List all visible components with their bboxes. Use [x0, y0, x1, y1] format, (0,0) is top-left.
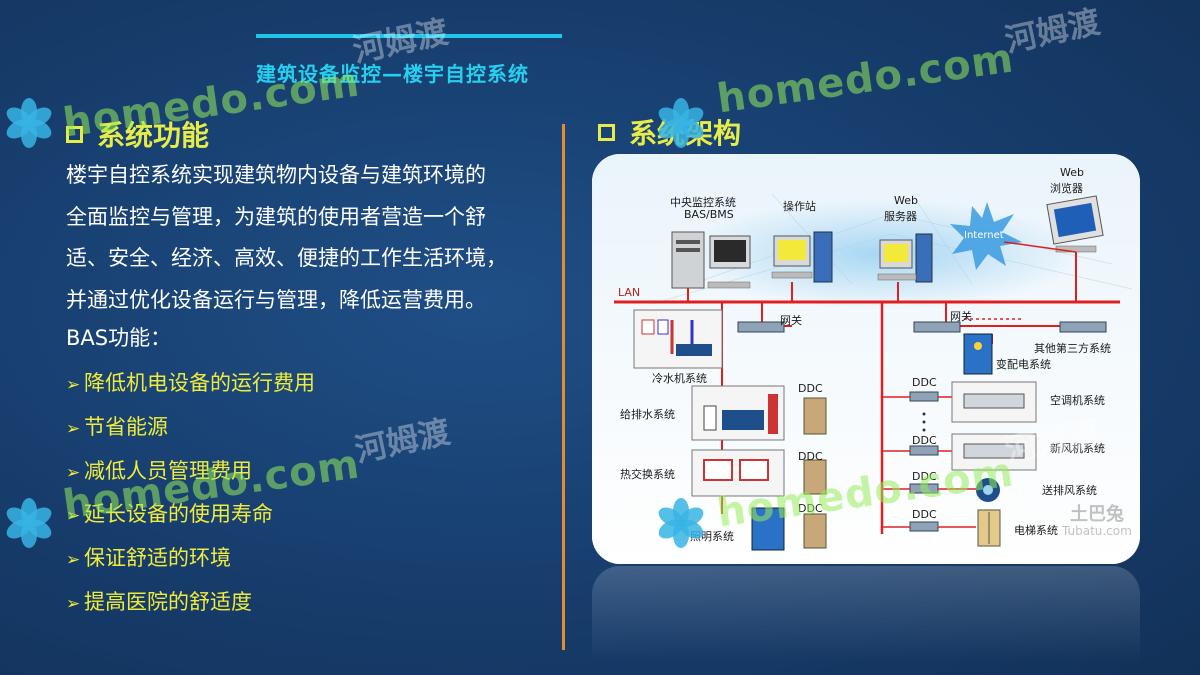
arrow-bullet-icon: ➢ [66, 593, 81, 614]
bas-workstation-icon [671, 231, 751, 289]
arrow-bullet-icon: ➢ [66, 418, 81, 439]
watermark-flower-icon [2, 96, 56, 150]
slide-title: 建筑设备监控—楼宇自控系统 [256, 62, 529, 86]
lan-label: LAN [618, 286, 641, 299]
ddc-controller-icon [909, 521, 939, 532]
ddc-label: DDC [912, 376, 937, 389]
brand-cn-watermark: 河姆渡 [351, 412, 454, 470]
ddc-label: DDC [912, 434, 937, 447]
list-item-text: 减低人员管理费用 [84, 458, 252, 483]
elevator-icon [977, 509, 1001, 547]
gateway-left-label: 网关 [780, 314, 802, 327]
section-heading-text: 系统功能 [97, 119, 210, 152]
ddc-controller-icon [803, 459, 827, 495]
ddc-controller-icon [803, 513, 827, 549]
ddc-label: DDC [798, 382, 823, 395]
ddc-label: DDC [798, 502, 823, 515]
watermark-flower-icon [654, 496, 708, 550]
operator-station-label: 操作站 [783, 200, 816, 213]
intro-line: 适、安全、经济、高效、便捷的工作生活环境， [66, 246, 507, 270]
ddc-label: DDC [912, 470, 937, 483]
intro-line: 并通过优化设备运行与管理，降低运营费用。 [66, 287, 486, 312]
ddc-controller-icon [909, 445, 939, 456]
bas-sub-label: BAS/BMS [684, 208, 734, 221]
bas-function-list: ➢降低机电设备的运行费用 ➢节省能源 ➢减低人员管理费用 ➢延长设备的使用寿命 … [66, 363, 315, 626]
watermark-flower-icon [654, 96, 708, 150]
water-system-label: 给排水系统 [620, 408, 675, 421]
list-item: ➢降低机电设备的运行费用 [66, 363, 315, 407]
fresh-air-unit-icon [951, 433, 1037, 471]
chiller-label: 冷水机系统 [652, 372, 707, 385]
stamp-watermark: 土巴兔 [1070, 504, 1124, 525]
list-item: ➢延长设备的使用寿命 [66, 494, 315, 538]
architecture-diagram-graphic [592, 154, 1140, 564]
architecture-diagram: 中央监控系统 BAS/BMS 操作站 Web 服务器 Internet Web … [592, 154, 1140, 564]
ddc-label: DDC [912, 508, 937, 521]
brand-watermark: homedo.com [714, 35, 1017, 123]
arrow-bullet-icon: ➢ [66, 462, 81, 483]
substation-label: 变配电系统 [996, 358, 1051, 371]
exhaust-fan-icon [976, 478, 1000, 502]
list-item: ➢提高医院的舒适度 [66, 582, 315, 626]
ddc-label: DDC [798, 450, 823, 463]
bas-functions-label: BAS功能： [66, 326, 172, 350]
list-item-text: 提高医院的舒适度 [84, 589, 252, 614]
heat-exchange-label: 热交换系统 [620, 468, 675, 481]
water-supply-icon [691, 385, 785, 441]
list-item-text: 节省能源 [84, 414, 168, 439]
web-browser-monitor-icon [1046, 195, 1104, 253]
list-item: ➢节省能源 [66, 407, 315, 451]
arrow-bullet-icon: ➢ [66, 506, 81, 527]
fresh-air-label: 新风机系统 [1050, 442, 1105, 455]
browser-label-line2: 浏览器 [1050, 182, 1083, 195]
column-divider [562, 124, 565, 650]
title-underline [256, 34, 562, 38]
internet-cloud-icon [950, 202, 1022, 270]
checkbox-bullet-icon [598, 123, 615, 141]
fan-label: 送排风系统 [1042, 484, 1097, 497]
brand-cn-watermark: 河姆渡 [1001, 2, 1104, 60]
watermark-flower-icon [2, 496, 56, 550]
gateway-left-icon [737, 321, 785, 333]
bas-label: 中央监控系统 [670, 196, 736, 209]
checkbox-bullet-icon [66, 125, 83, 143]
web-server-label-line1: Web [894, 194, 918, 207]
ahu-label: 空调机系统 [1050, 394, 1105, 407]
list-item: ➢保证舒适的环境 [66, 538, 315, 582]
list-item-text: 延长设备的使用寿命 [84, 502, 273, 527]
lighting-cabinet-icon [751, 507, 785, 551]
third-party-gateway-icon [1059, 321, 1107, 333]
web-server-icon [877, 233, 933, 283]
third-party-label: 其他第三方系统 [1034, 342, 1111, 355]
internet-label: Internet [964, 230, 1004, 241]
list-item-text: 保证舒适的环境 [84, 546, 231, 571]
arrow-bullet-icon: ➢ [66, 550, 81, 571]
gateway-right-label: 网关 [950, 310, 972, 323]
elevator-label: 电梯系统 [1014, 524, 1058, 537]
intro-line: 全面监控与管理，为建筑的使用者营造一个舒 [66, 204, 486, 229]
section-heading-functions: 系统功能 [66, 114, 209, 154]
browser-label-line1: Web [1060, 166, 1084, 179]
ddc-controller-icon [803, 397, 827, 435]
heat-exchange-icon [691, 449, 785, 497]
chiller-system-icon [633, 309, 723, 369]
ahu-icon [951, 381, 1037, 423]
substation-icon [963, 333, 993, 375]
brand-watermark: homedo.com [60, 59, 363, 147]
list-item: ➢减低人员管理费用 [66, 451, 315, 495]
ddc-controller-icon [909, 391, 939, 402]
intro-paragraph: 楼宇自控系统实现建筑物内设备与建筑环境的 全面监控与管理，为建筑的使用者营造一个… [66, 155, 556, 321]
diagram-reflection [592, 566, 1140, 662]
stamp-url-watermark: Tubatu.com [1062, 524, 1132, 538]
list-item-text: 降低机电设备的运行费用 [84, 371, 315, 395]
gateway-right-icon [913, 321, 961, 333]
intro-line: 楼宇自控系统实现建筑物内设备与建筑环境的 [66, 163, 486, 187]
arrow-bullet-icon: ➢ [66, 375, 81, 395]
operator-station-icon [771, 231, 833, 283]
web-server-label-line2: 服务器 [884, 210, 917, 223]
